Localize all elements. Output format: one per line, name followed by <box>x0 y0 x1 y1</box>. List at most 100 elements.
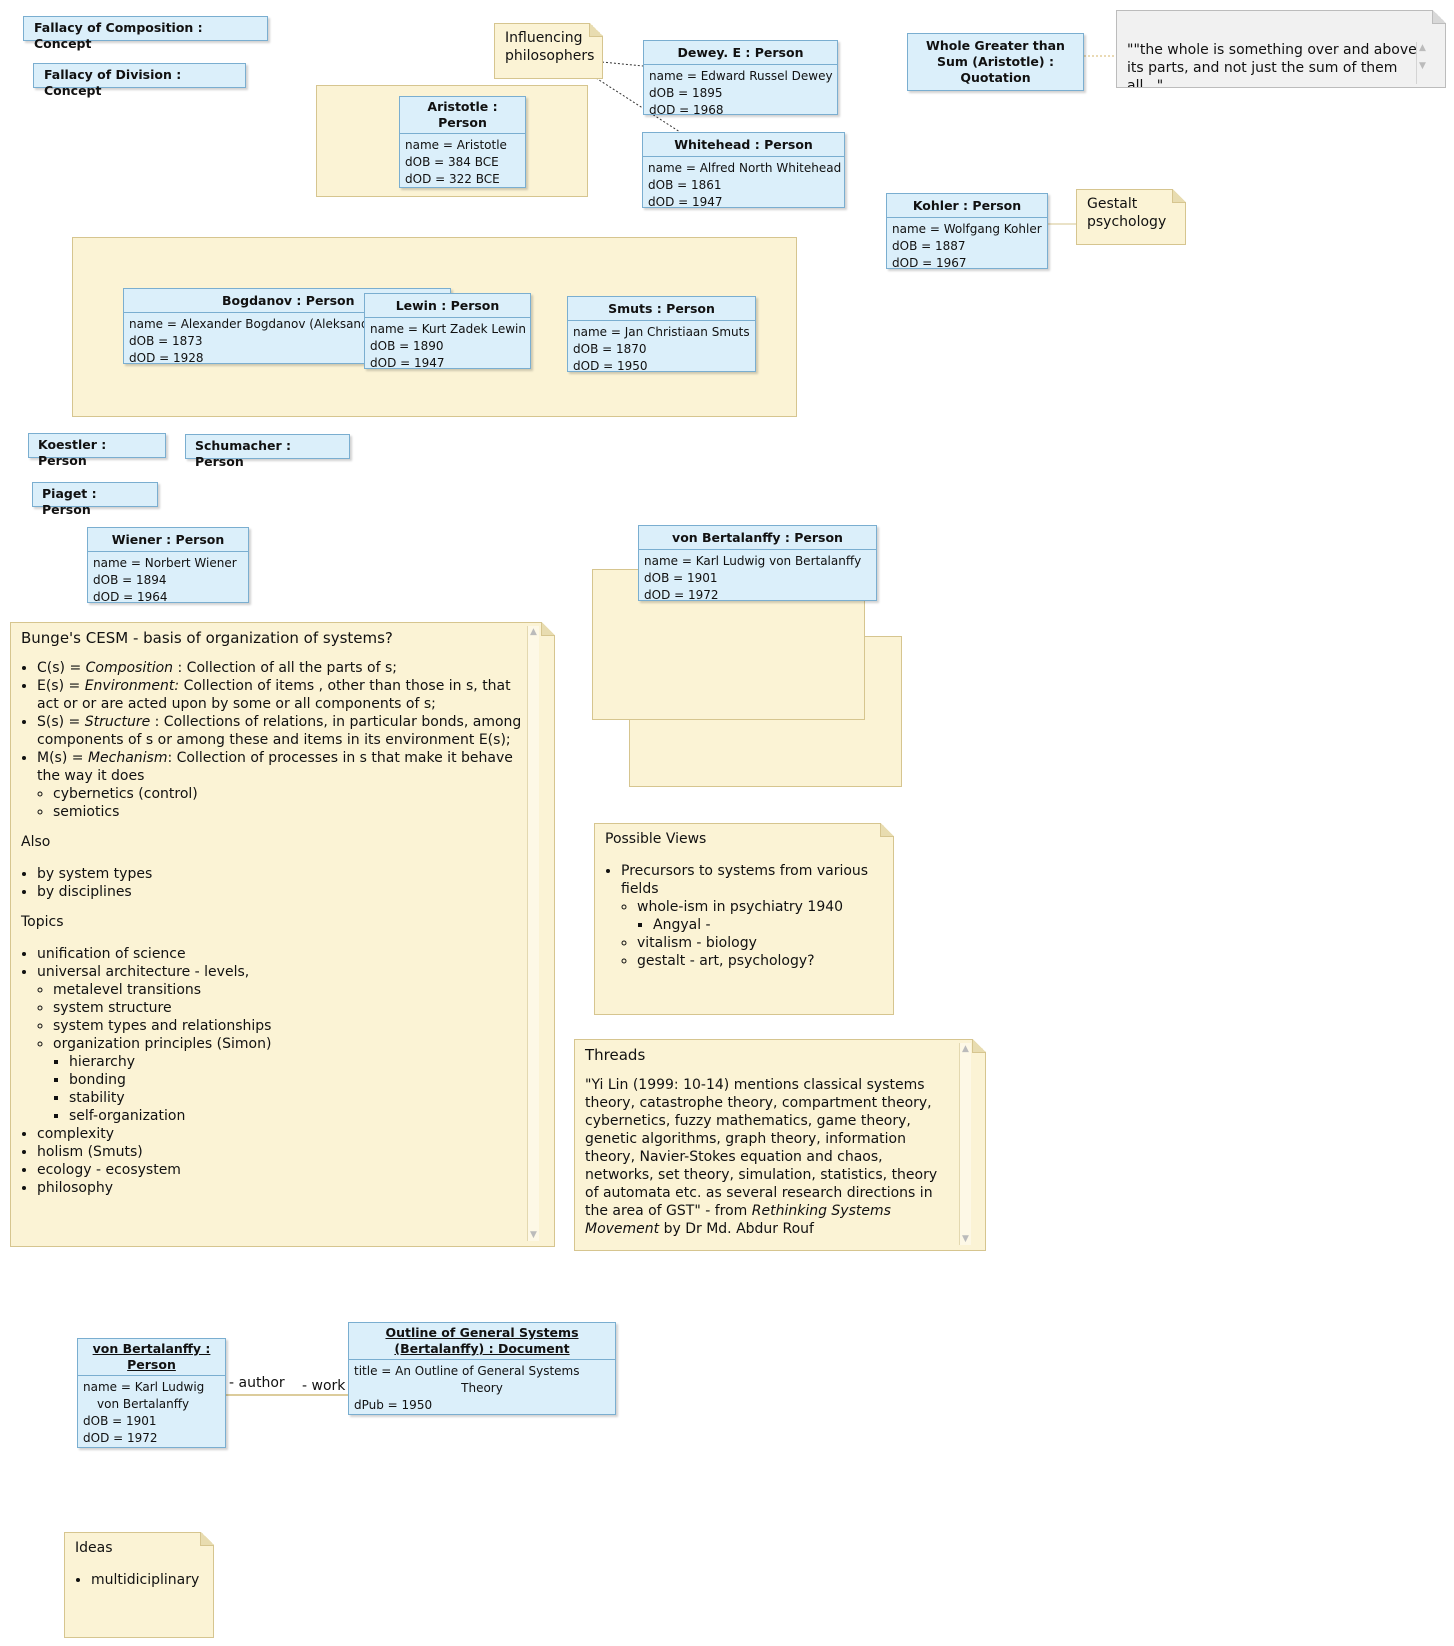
list-item: self-organization <box>69 1107 526 1125</box>
list-item: Angyal - <box>653 916 883 934</box>
bunge-cesm-note[interactable]: Bunge's CESM - basis of organization of … <box>10 622 555 1247</box>
attr-dob: dOB = 384 BCE <box>405 155 499 169</box>
attr-dod: dOD = 1967 <box>892 256 967 270</box>
von-bertalanffy-person[interactable]: von Bertalanffy : Person name = Karl Lud… <box>638 525 877 602</box>
object-attributes: name = Alexander Bogdanov (Aleksandr dOB… <box>124 313 450 369</box>
object-attributes: name = Aristotle dOB = 384 BCE dOD = 322… <box>400 134 525 190</box>
list-item: ecology - ecosystem <box>37 1161 526 1179</box>
scroll-down-icon[interactable]: ▼ <box>530 1230 537 1240</box>
concept-title: Fallacy of Division : Concept <box>44 67 182 98</box>
concept-title: Fallacy of Composition : Concept <box>34 20 203 51</box>
dewey-person[interactable]: Dewey. E : Person name = Edward Russel D… <box>643 40 838 117</box>
views-list: Precursors to systems from various field… <box>605 862 883 970</box>
cesm-list: C(s) = Composition : Collection of all t… <box>21 659 526 821</box>
attr-dod: dOD = 1928 <box>129 351 204 365</box>
kohler-person[interactable]: Kohler : Person name = Wolfgang Kohler d… <box>886 193 1048 270</box>
attr-dod: dOD = 1968 <box>649 103 724 117</box>
attr-dob: dOB = 1870 <box>573 342 647 356</box>
quote-scrollbar[interactable]: ▲ ▼ <box>1416 42 1428 84</box>
attr-name: name = Kurt Zadek Lewin <box>370 322 526 336</box>
attr-dod: dOD = 1972 <box>83 1431 158 1445</box>
note-fold-corner <box>1172 189 1186 203</box>
scroll-up-icon[interactable]: ▲ <box>1419 43 1426 53</box>
topics-list: unification of science universal archite… <box>21 945 526 1197</box>
object-attributes: name = Wolfgang Kohler dOB = 1887 dOD = … <box>887 218 1047 274</box>
fallacy-of-division-concept[interactable]: Fallacy of Division : Concept <box>33 63 246 98</box>
scroll-down-icon[interactable]: ▼ <box>962 1234 969 1244</box>
lewin-person[interactable]: Lewin : Person name = Kurt Zadek Lewin d… <box>364 293 531 370</box>
note-fold-corner <box>1432 10 1446 24</box>
list-item: stability <box>69 1089 526 1107</box>
list-item: E(s) = Environment: Collection of items … <box>37 677 526 713</box>
gestalt-psychology-note[interactable]: Gestalt psychology <box>1076 189 1186 245</box>
attr-dob: dOB = 1861 <box>648 178 722 192</box>
attr-name: name = Jan Christiaan Smuts <box>573 325 750 339</box>
fallacy-of-composition-concept[interactable]: Fallacy of Composition : Concept <box>23 16 268 51</box>
list-item: organization principles (Simon) hierarch… <box>53 1035 526 1125</box>
object-title: Whole Greater than Sum (Aristotle) : Quo… <box>926 38 1065 85</box>
attr-dob: dOB = 1901 <box>644 571 718 585</box>
list-item: unification of science <box>37 945 526 963</box>
scroll-up-icon[interactable]: ▲ <box>530 627 537 637</box>
author-von-bertalanffy-person[interactable]: von Bertalanffy : Person name = Karl Lud… <box>77 1338 226 1448</box>
list-item: holism (Smuts) <box>37 1143 526 1161</box>
ideas-list: multidiciplinary <box>75 1571 203 1589</box>
threads-note-scrollbar[interactable]: ▲ ▼ <box>959 1043 971 1245</box>
whitehead-person[interactable]: Whitehead : Person name = Alfred North W… <box>642 132 845 209</box>
outline-general-systems-document[interactable]: Outline of General Systems (Bertalanffy)… <box>348 1322 616 1415</box>
object-title: Kohler : Person <box>887 194 1047 218</box>
note-title: Ideas <box>75 1540 113 1556</box>
scroll-down-icon[interactable]: ▼ <box>1419 61 1426 71</box>
note-fold-corner <box>200 1532 214 1546</box>
note-text: Gestalt psychology <box>1087 196 1167 230</box>
object-attributes: name = Karl Ludwig von Bertalanffy dOB =… <box>639 550 876 606</box>
note-fold-corner <box>972 1039 986 1053</box>
list-item: S(s) = Structure : Collections of relati… <box>37 713 526 749</box>
list-item: system types and relationships <box>53 1017 526 1035</box>
quotation-text-note[interactable]: ""the whole is something over and above … <box>1116 10 1446 88</box>
threads-note[interactable]: Threads "Yi Lin (1999: 10-14) mentions c… <box>574 1039 986 1251</box>
list-item: C(s) = Composition : Collection of all t… <box>37 659 526 677</box>
attr-name: name = Edward Russel Dewey <box>649 69 833 83</box>
association-author-label: - author <box>229 1375 285 1391</box>
schumacher-person[interactable]: Schumacher : Person <box>185 434 350 469</box>
ideas-note[interactable]: Ideas multidiciplinary <box>64 1532 214 1638</box>
object-title: Dewey. E : Person <box>644 41 837 65</box>
object-title: Schumacher : Person <box>195 438 291 469</box>
threads-text: "Yi Lin (1999: 10-14) mentions classical… <box>585 1077 938 1237</box>
bunge-note-scrollbar[interactable]: ▲ ▼ <box>527 626 539 1241</box>
attr-title: title = An Outline of General Systems <box>354 1364 580 1378</box>
list-item: metalevel transitions <box>53 981 526 999</box>
attr-dpub: dPub = 1950 <box>354 1398 433 1412</box>
scroll-up-icon[interactable]: ▲ <box>962 1044 969 1054</box>
koestler-person[interactable]: Koestler : Person <box>28 433 166 468</box>
association-work-label: - work <box>302 1378 346 1394</box>
list-item: whole-ism in psychiatry 1940 Angyal - <box>637 898 883 934</box>
object-title: Bogdanov : Person <box>124 289 450 313</box>
attr-name: name = Wolfgang Kohler <box>892 222 1042 236</box>
attr-dod: dOD = 1950 <box>573 359 648 373</box>
note-fold-corner <box>589 23 603 37</box>
attr-dod: dOD = 1947 <box>648 195 723 209</box>
whole-greater-than-sum-quotation[interactable]: Whole Greater than Sum (Aristotle) : Quo… <box>907 33 1084 91</box>
aristotle-person[interactable]: Aristotle : Person name = Aristotle dOB … <box>399 96 526 188</box>
list-item: philosophy <box>37 1179 526 1197</box>
object-attributes: name = Kurt Zadek Lewin dOB = 1890 dOD =… <box>365 318 530 374</box>
section-heading: Also <box>21 834 51 850</box>
list-item: by disciplines <box>37 883 526 901</box>
attr-dod: dOD = 322 BCE <box>405 172 500 186</box>
list-item: cybernetics (control) <box>53 785 526 803</box>
list-item: Precursors to systems from various field… <box>621 862 883 970</box>
wiener-person[interactable]: Wiener : Person name = Norbert Wiener dO… <box>87 527 249 604</box>
influencing-philosophers-note[interactable]: Influencing philosophers <box>494 23 603 79</box>
attr-dod: dOD = 1972 <box>644 588 719 602</box>
attr-name: name = Norbert Wiener <box>93 556 237 570</box>
list-item: complexity <box>37 1125 526 1143</box>
list-item: hierarchy <box>69 1053 526 1071</box>
piaget-person[interactable]: Piaget : Person <box>32 482 158 517</box>
attr-name: name = Alexander Bogdanov (Aleksandr <box>129 317 374 331</box>
attr-name: name = Karl Ludwig von Bertalanffy <box>644 554 862 568</box>
object-attributes: name = Edward Russel Dewey dOB = 1895 dO… <box>644 65 837 121</box>
smuts-person[interactable]: Smuts : Person name = Jan Christiaan Smu… <box>567 296 756 373</box>
possible-views-note[interactable]: Possible Views Precursors to systems fro… <box>594 823 894 1015</box>
